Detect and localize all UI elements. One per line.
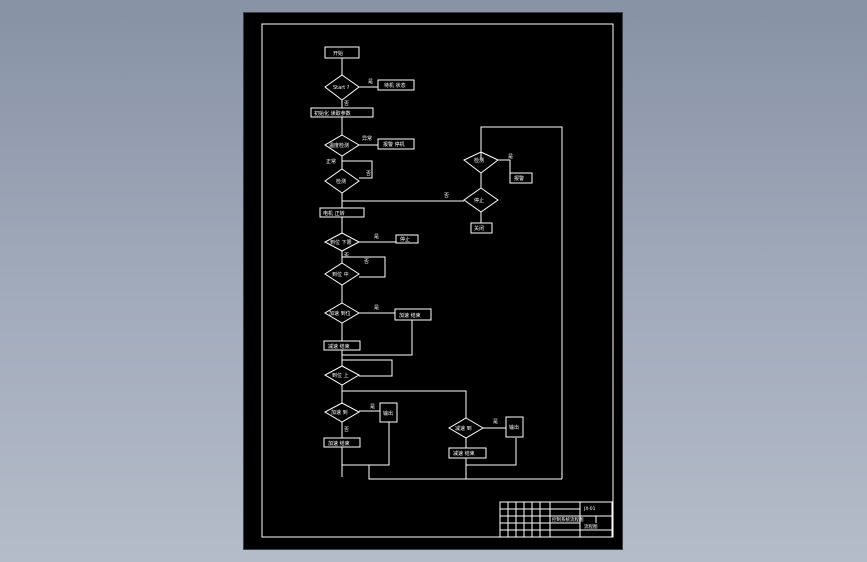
b6-label: 减速 结束 — [328, 343, 350, 350]
flowchart-drawing: 开始 Start ? 是 否 待机 状态 初始化 读取参数 温度检测 异常 正常… — [261, 23, 614, 538]
d3-no: 否 — [366, 171, 371, 177]
decision-temp — [324, 134, 360, 157]
drawing-sheet: 开始 Start ? 是 否 待机 状态 初始化 读取参数 温度检测 异常 正常… — [244, 13, 622, 549]
d9-label: 减速 到 — [455, 425, 472, 432]
r2-label: 停止 — [474, 197, 484, 204]
box-motor — [319, 207, 365, 218]
start-label: 开始 — [333, 50, 343, 57]
connector — [480, 126, 563, 479]
drawing-frame — [261, 23, 614, 538]
connector — [342, 152, 511, 223]
box-accel-end — [394, 308, 432, 321]
init-label: 初始化 读取参数 — [314, 110, 351, 117]
d1-label: Start ? — [333, 85, 350, 91]
b8-label: 加速 结束 — [328, 440, 350, 447]
connector — [465, 427, 517, 466]
b4-label: 停止 — [400, 236, 410, 243]
b6r-label: 加速 结束 — [399, 312, 421, 319]
connector — [341, 359, 393, 377]
d4-no: 否 — [344, 253, 349, 259]
b9r-label: 输出 — [509, 424, 519, 431]
title-block-sub: 流程图 — [584, 523, 598, 530]
decision-decel — [448, 417, 484, 439]
box-r-alarm — [509, 172, 533, 184]
box-output-2 — [505, 416, 524, 438]
start-box — [324, 46, 360, 59]
title-block — [499, 501, 613, 538]
d2-label: 温度检测 — [329, 142, 349, 149]
decision-accel — [324, 302, 360, 324]
d9-yes: 是 — [493, 419, 498, 425]
connector — [341, 251, 386, 278]
r1-label: 检测 — [474, 157, 484, 164]
b8r-label: 输出 — [383, 410, 393, 417]
connector — [368, 465, 562, 480]
connector — [342, 390, 467, 418]
r2-box: 关闭 — [474, 225, 484, 232]
b9-label: 减速 结束 — [453, 450, 475, 457]
d3-label: 检测 — [336, 178, 346, 185]
d5-label: 到位 中 — [332, 271, 349, 278]
decision-check — [324, 168, 360, 194]
box-accel-end-2 — [323, 437, 361, 448]
box-decel-end-2 — [448, 447, 487, 459]
d4-label: 到位 下限 — [330, 239, 352, 246]
d7-label: 到位 上 — [332, 372, 349, 379]
d8-no: 否 — [344, 427, 349, 433]
d1-yes: 是 — [368, 79, 373, 85]
box-standby — [377, 79, 415, 91]
title-block-number: JX-01 — [583, 506, 596, 512]
d6-yes: 是 — [374, 305, 379, 311]
box-init — [310, 107, 374, 118]
b3-label: 电机 正转 — [323, 210, 345, 217]
decision-mid — [324, 262, 360, 286]
box-decel-end — [323, 340, 361, 351]
decision-upper — [323, 365, 361, 386]
box-output-1 — [379, 402, 398, 423]
d8-label: 加速 到 — [331, 409, 348, 416]
box-stop — [395, 234, 419, 244]
decision-accel-2 — [323, 402, 361, 423]
r2-no: 否 — [444, 193, 449, 199]
r1-yes: 是 — [508, 154, 513, 160]
d6-label: 加速 到位 — [329, 310, 351, 317]
title-block-title: 控制系统流程图 — [552, 516, 584, 523]
b1-label: 待机 状态 — [384, 82, 406, 89]
b2-label: 报警 停机 — [383, 141, 405, 148]
d8-yes: 是 — [370, 404, 375, 410]
box-r-close — [470, 222, 493, 234]
box-alarm — [377, 138, 415, 150]
connector — [359, 86, 396, 314]
connector — [342, 320, 413, 356]
connector — [342, 156, 372, 181]
r1-box: 报警 — [514, 175, 524, 182]
d4-yes: 是 — [374, 234, 379, 240]
d2-no: 正常 — [326, 158, 336, 165]
decision-lower — [323, 232, 361, 252]
d1-no: 否 — [344, 101, 349, 107]
d2-yes: 异常 — [362, 135, 372, 142]
d5-no: 否 — [364, 259, 369, 265]
decision-start — [324, 74, 360, 101]
decision-r-stop — [463, 187, 499, 213]
decision-r-check — [463, 151, 499, 174]
